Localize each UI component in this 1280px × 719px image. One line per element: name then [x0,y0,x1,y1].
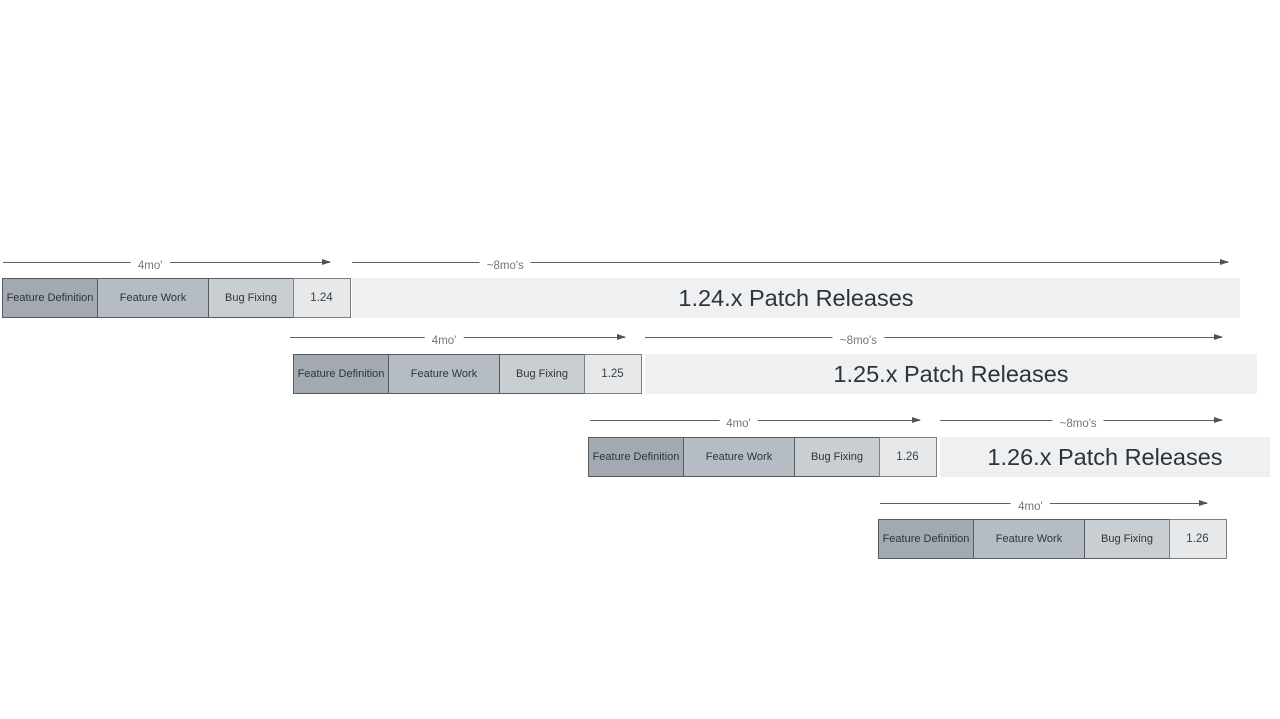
cycle-duration-label: 4mo' [130,259,170,274]
cycle-duration-arrow: 4mo' [590,416,921,434]
phase-box-feature-work: Feature Work [387,354,501,394]
version-box: 1.26 [878,437,937,477]
phase-box-feature-definition: Feature Definition [588,437,684,477]
phase-box-bug-fixing: Bug Fixing [794,437,880,477]
arrow-head-icon [617,334,626,340]
phase-box-feature-work: Feature Work [682,437,796,477]
patch-duration-label: ~8mo's [832,334,885,349]
patch-duration-arrow: ~8mo's [940,416,1223,434]
version-box: 1.24 [292,278,351,318]
cycle-duration-label: 4mo' [1011,500,1050,515]
phase-box-feature-definition: Feature Definition [878,519,974,559]
phase-row: Feature Definition Feature Work Bug Fixi… [2,278,351,318]
phase-row: Feature Definition Feature Work Bug Fixi… [293,354,642,394]
patch-releases-bar: 1.26.x Patch Releases [940,437,1270,477]
patch-releases-bar: 1.24.x Patch Releases [352,278,1240,318]
phase-box-feature-definition: Feature Definition [293,354,389,394]
phase-box-feature-work: Feature Work [972,519,1086,559]
phase-box-feature-work: Feature Work [96,278,210,318]
patch-duration-arrow: ~8mo's [352,258,1229,276]
arrow-head-icon [322,259,331,265]
phase-row: Feature Definition Feature Work Bug Fixi… [588,437,937,477]
arrow-head-icon [1214,334,1223,340]
cycle-duration-label: 4mo' [719,417,758,432]
phase-row: Feature Definition Feature Work Bug Fixi… [878,519,1227,559]
cycle-duration-arrow: 4mo' [880,499,1208,517]
arrow-line [645,337,1222,338]
phase-box-bug-fixing: Bug Fixing [499,354,585,394]
patch-duration-label: ~8mo's [479,259,531,274]
arrow-head-icon [912,417,921,423]
cycle-duration-arrow: 4mo' [3,258,331,276]
version-box: 1.26 [1168,519,1227,559]
arrow-head-icon [1214,417,1223,423]
arrow-head-icon [1220,259,1229,265]
phase-box-feature-definition: Feature Definition [2,278,98,318]
cycle-duration-label: 4mo' [424,334,464,349]
arrow-head-icon [1199,500,1208,506]
phase-box-bug-fixing: Bug Fixing [208,278,294,318]
patch-releases-bar: 1.25.x Patch Releases [645,354,1257,394]
cycle-duration-arrow: 4mo' [290,333,626,351]
phase-box-bug-fixing: Bug Fixing [1084,519,1170,559]
patch-duration-arrow: ~8mo's [645,333,1223,351]
version-box: 1.25 [583,354,642,394]
arrow-line [352,262,1228,263]
patch-duration-label: ~8mo's [1052,417,1104,432]
